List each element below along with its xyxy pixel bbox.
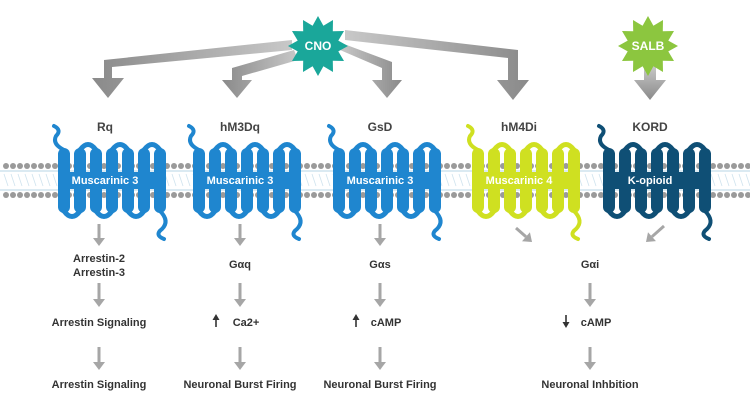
converging-arrow [646, 224, 665, 242]
receptor-band [335, 172, 439, 189]
arrow-cno-to-gsd [340, 44, 402, 98]
cno-star-shape [288, 16, 348, 76]
salb-ligand: SALB [618, 16, 678, 76]
receptor-protein-label: Muscarinic 3 [207, 175, 274, 187]
step2-label: cAMP [371, 317, 402, 329]
step2: cAMP [562, 315, 612, 329]
receptor-name: hM4Di [501, 120, 537, 134]
pathway-arrow [374, 283, 386, 307]
pathway-arrow [93, 224, 105, 246]
step2-label: cAMP [581, 317, 612, 329]
receptor-protein-label: K-opioid [628, 175, 673, 187]
receptor-n-terminus [187, 124, 201, 152]
receptor-c-terminus [570, 209, 582, 241]
receptor-band [605, 172, 709, 189]
pathway-arrow [234, 224, 246, 246]
pathway-arrow [584, 283, 596, 307]
outcome-label: Arrestin Signaling [52, 379, 147, 391]
step1-label: Arrestin-3 [73, 267, 125, 279]
step1-label: Arrestin-2 [73, 253, 125, 265]
cno-ligand: CNO [288, 16, 348, 76]
cno-label: CNO [305, 39, 332, 53]
arrow-cno-to-hm4di [345, 30, 529, 100]
receptor-band [195, 172, 299, 189]
pathway-arrow [93, 347, 105, 370]
pathway-arrow [234, 283, 246, 307]
pathway-3: Gαs cAMP Neuronal Burst Firing [323, 259, 436, 391]
receptor-kord: KORD K-opioid [597, 120, 713, 241]
step1-label: Gαq [229, 259, 251, 271]
receptor-name: KORD [632, 120, 668, 134]
outcome-label: Neuronal Inhbition [541, 379, 638, 391]
receptor-protein-label: Muscarinic 3 [347, 175, 414, 187]
salb-label: SALB [632, 39, 665, 53]
receptor-c-terminus [291, 209, 303, 241]
ligand-arrows [92, 30, 666, 100]
arrow-cno-to-hm3dq [222, 50, 298, 98]
arrow-salb-to-kord [634, 66, 666, 100]
receptor-n-terminus [597, 124, 611, 152]
step1-label: Gαi [581, 259, 599, 271]
receptor-n-terminus [52, 124, 66, 152]
outcome-label: Neuronal Burst Firing [183, 379, 296, 391]
receptor-name: GsD [368, 120, 393, 134]
receptor-name: Rq [97, 120, 113, 134]
outcome-label: Neuronal Burst Firing [323, 379, 436, 391]
step2: cAMP [352, 314, 402, 329]
arrow-cno-to-rq [92, 40, 292, 98]
receptor-c-terminus [431, 209, 443, 241]
pathway-arrow [234, 347, 246, 370]
step2: Arrestin Signaling [52, 317, 147, 329]
receptor-protein-label: Muscarinic 3 [72, 175, 139, 187]
pathway-4: Gαi cAMP Neuronal Inhbition [541, 259, 638, 391]
receptor-gsd: GsD Muscarinic 3 [327, 120, 443, 241]
step1-label: Gαs [369, 259, 390, 271]
receptor-protein-label: Muscarinic 4 [486, 175, 554, 187]
pathway-arrow [374, 224, 386, 246]
receptor-c-terminus [156, 209, 168, 241]
receptor-band [60, 172, 164, 189]
salb-star-shape [618, 16, 678, 76]
ligands: CNO SALB [288, 16, 678, 76]
receptor-name: hM3Dq [220, 120, 260, 134]
step2-label: Ca2+ [233, 317, 260, 329]
pathway-arrow [374, 347, 386, 370]
pathway-arrow [584, 347, 596, 370]
receptor-n-terminus [466, 124, 480, 152]
converging-arrow [515, 226, 532, 242]
receptor-n-terminus [327, 124, 341, 152]
pathway-arrow [93, 283, 105, 307]
step2-label: Arrestin Signaling [52, 317, 147, 329]
step2: Ca2+ [212, 314, 260, 329]
receptor-band [474, 172, 578, 189]
receptor-c-terminus [701, 209, 713, 241]
